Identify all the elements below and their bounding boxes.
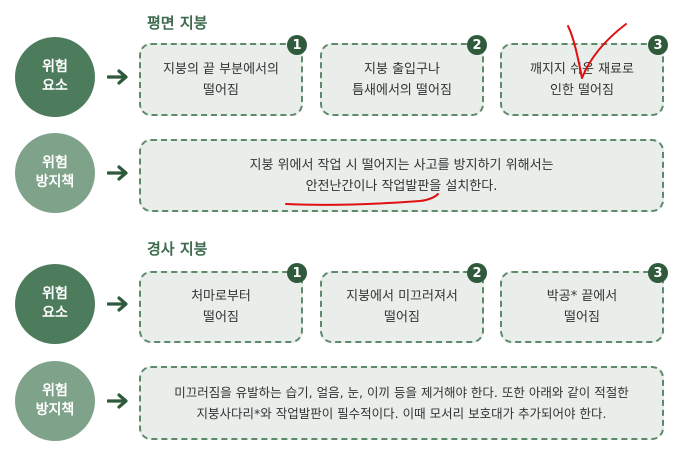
circle-label-line: 위험: [42, 383, 68, 399]
prevention-text-line: 미끄러짐을 유발하는 습기, 얼음, 눈, 이끼 등을 제거해야 한다. 또한 …: [174, 385, 629, 400]
risk-text-line: 떨어짐: [564, 310, 600, 325]
circle-label-line: 위험: [42, 59, 68, 75]
risk-text-line: 박공* 끝에서: [546, 289, 618, 304]
number-badge-1: 1: [287, 263, 307, 283]
number-badge-1: 1: [287, 35, 307, 55]
risk-text-line: 틈새에서의 떨어짐: [352, 82, 452, 98]
sloped-prevention-circle: 위험 방지책: [15, 361, 95, 441]
sloped-risk-box-3: 박공* 끝에서 떨어짐: [500, 271, 664, 343]
arrow-right-icon: [107, 296, 128, 312]
circle-label-line: 요소: [42, 78, 68, 94]
risk-text-line: 깨지지 쉬운 재료로: [530, 61, 634, 77]
flat-roof-title: 평면 지붕: [147, 14, 208, 32]
risk-text-line: 지붕의 끝 부분에서의: [163, 61, 279, 77]
prevention-text-line: 지붕 위에서 작업 시 떨어지는 사고를 방지하기 위해서는: [249, 157, 554, 173]
risk-text-line: 지붕에서 미끄러져서: [346, 289, 458, 304]
flat-prevention-circle: 위험 방지책: [15, 133, 95, 213]
circle-label-line: 위험: [42, 155, 68, 171]
risk-text-line: 지붕 출입구나: [364, 61, 440, 77]
number-badge-3: 3: [648, 35, 668, 55]
sloped-risk-box-2: 지붕에서 미끄러져서 떨어짐: [320, 271, 484, 343]
flat-risk-box-2: 지붕 출입구나 틈새에서의 떨어짐: [320, 43, 484, 116]
risk-text-line: 떨어짐: [203, 82, 239, 98]
circle-label-line: 위험: [42, 286, 68, 302]
sloped-prevention-box: 미끄러짐을 유발하는 습기, 얼음, 눈, 이끼 등을 제거해야 한다. 또한 …: [139, 366, 664, 440]
prevention-text-line: 안전난간이나 작업발판을 설치한다.: [305, 178, 498, 194]
sloped-risk-circle: 위험 요소: [15, 264, 95, 344]
prevention-text-line: 지붕사다리*와 작업발판이 필수적이다. 이때 모서리 보호대가 추가되어야 한…: [196, 406, 607, 421]
circle-label-line: 요소: [42, 305, 68, 321]
flat-risk-box-1: 지붕의 끝 부분에서의 떨어짐: [139, 43, 303, 116]
risk-text-line: 떨어짐: [384, 310, 420, 325]
arrow-right-icon: [107, 393, 128, 409]
sloped-roof-title: 경사 지붕: [147, 240, 208, 258]
number-badge-2: 2: [467, 263, 487, 283]
flat-prevention-box: 지붕 위에서 작업 시 떨어지는 사고를 방지하기 위해서는 안전난간이나 작업…: [139, 139, 664, 212]
flat-risk-box-3: 깨지지 쉬운 재료로 인한 떨어짐: [500, 43, 664, 116]
risk-text-line: 떨어짐: [203, 310, 239, 325]
sloped-risk-box-1: 처마로부터 떨어짐: [139, 271, 303, 343]
number-badge-2: 2: [467, 35, 487, 55]
number-badge-3: 3: [648, 263, 668, 283]
circle-label-line: 방지책: [35, 174, 75, 190]
risk-text-line: 처마로부터: [191, 289, 251, 304]
arrow-right-icon: [107, 165, 128, 181]
circle-label-line: 방지책: [35, 402, 75, 418]
arrow-right-icon: [107, 69, 128, 85]
risk-text-line: 인한 떨어짐: [550, 82, 614, 98]
flat-risk-circle: 위험 요소: [15, 37, 95, 117]
